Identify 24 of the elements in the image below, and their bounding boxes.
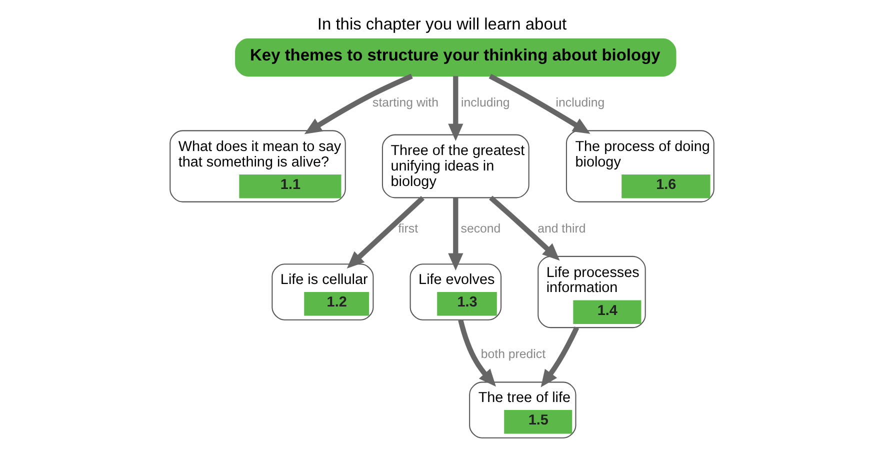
node-box: Life evolves 1.3: [409, 264, 502, 320]
arrow: [458, 319, 496, 387]
edge-label: including: [460, 96, 510, 110]
edge-label: including: [555, 96, 604, 110]
node-box: Life is cellular 1.2: [271, 264, 374, 320]
arrow: [304, 74, 412, 134]
node-box: Life processes information 1.4: [537, 256, 646, 328]
arrow: [488, 196, 560, 261]
node-box: Key themes to structure your thinking about biology: [234, 38, 676, 77]
node-box: The tree of life 1.5: [468, 382, 576, 438]
edge-label: starting with: [372, 96, 438, 110]
node-box: The process of doing biology 1.6: [565, 130, 714, 202]
arrow: [540, 326, 579, 388]
arrow: [448, 198, 463, 271]
edge-label: first: [398, 221, 418, 236]
diagram-title: In this chapter you will learn about: [316, 15, 566, 34]
node-box: Three of the greatest unifying ideas in biology: [381, 134, 529, 198]
arrow: [448, 76, 463, 142]
edge-label: and third: [537, 221, 586, 236]
edge-label: both predict: [480, 347, 546, 362]
arrow: [488, 74, 590, 134]
edge-label: second: [460, 221, 500, 236]
arrow: [346, 196, 424, 268]
node-box: What does it mean to say that something is alive? 1.1: [169, 130, 346, 202]
